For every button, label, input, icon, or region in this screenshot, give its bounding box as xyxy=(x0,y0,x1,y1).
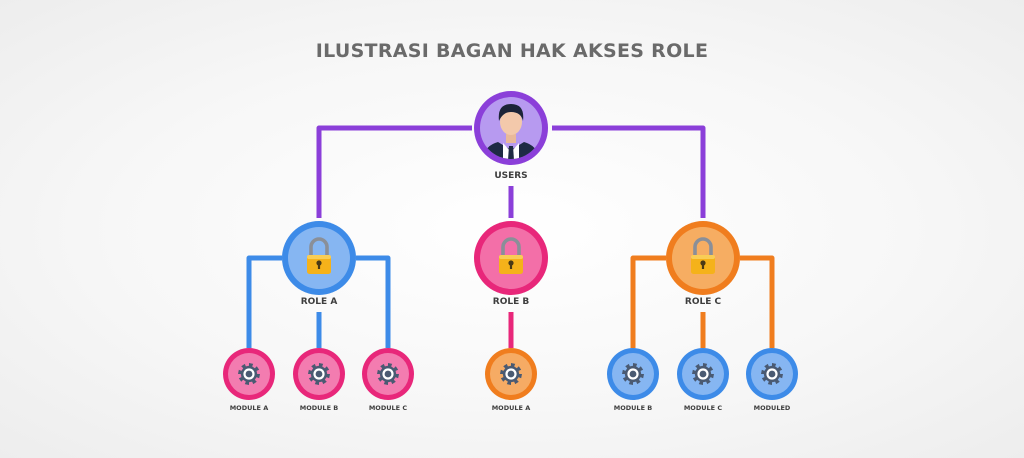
module-node-role-c-1: MODULE B xyxy=(607,348,659,412)
user-node-label: USERS xyxy=(494,171,527,181)
gear-icon xyxy=(377,363,399,385)
connector-user-role-c xyxy=(552,125,706,218)
user-avatar-icon xyxy=(480,104,542,159)
gear-icon xyxy=(238,363,260,385)
padlock-icon xyxy=(307,237,331,274)
gear-icon xyxy=(692,363,714,385)
connector-user-role-a xyxy=(316,125,472,218)
module-label: MODULE C xyxy=(369,404,408,412)
module-label: MODULE A xyxy=(230,404,269,412)
role-a-label: ROLE A xyxy=(301,297,338,307)
module-node-role-b-1: MODULE A xyxy=(485,348,537,412)
padlock-icon xyxy=(499,237,523,274)
padlock-icon xyxy=(691,237,715,274)
connector-role-a-module-a xyxy=(246,255,282,348)
module-node-role-a-3: MODULE C xyxy=(362,348,414,412)
role-c-label: ROLE C xyxy=(685,297,722,307)
role-a-node: ROLE A xyxy=(282,221,356,307)
module-label: MODULE B xyxy=(300,404,339,412)
module-node-role-c-2: MODULE C xyxy=(677,348,729,412)
module-node-role-c-3: MODULED xyxy=(746,348,798,412)
connector-role-a-module-c xyxy=(356,255,391,348)
gear-icon xyxy=(500,363,522,385)
module-label: MODULE A xyxy=(492,404,531,412)
module-label: MODULED xyxy=(754,404,791,412)
role-b-label: ROLE B xyxy=(493,297,530,307)
module-label: MODULE B xyxy=(614,404,653,412)
module-node-role-a-2: MODULE B xyxy=(293,348,345,412)
connector-lines xyxy=(246,125,775,348)
connector-role-c-moduled xyxy=(740,255,775,348)
gear-icon xyxy=(622,363,644,385)
connector-role-c-module-b xyxy=(630,255,666,348)
gear-icon xyxy=(308,363,330,385)
module-node-role-a-1: MODULE A xyxy=(223,348,275,412)
module-label: MODULE C xyxy=(684,404,723,412)
user-node: USERS xyxy=(474,91,548,181)
role-c-node: ROLE C xyxy=(666,221,740,307)
diagram-title: ILUSTRASI BAGAN HAK AKSES ROLE xyxy=(316,40,708,62)
gear-icon xyxy=(761,363,783,385)
role-b-node: ROLE B xyxy=(474,221,548,307)
